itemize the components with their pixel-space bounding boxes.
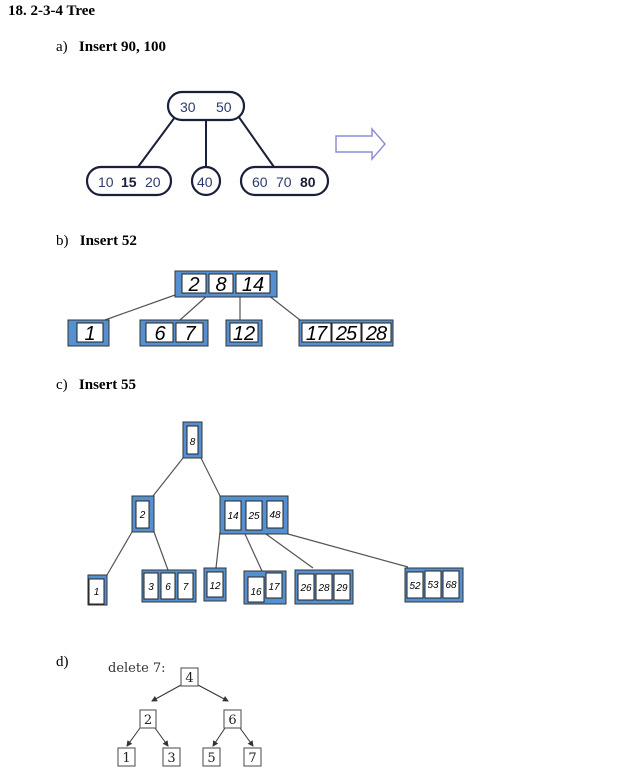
section-a-label: Insert 90, 100 bbox=[78, 39, 166, 55]
svg-text:1: 1 bbox=[122, 751, 130, 766]
svg-text:80: 80 bbox=[300, 174, 316, 190]
svg-text:6: 6 bbox=[228, 713, 236, 728]
svg-text:26: 26 bbox=[299, 583, 312, 594]
svg-text:3: 3 bbox=[167, 751, 175, 766]
section-c-label: Insert 55 bbox=[78, 377, 136, 393]
tree-node-child bbox=[85, 165, 173, 197]
section-a-marker: a) bbox=[56, 39, 68, 55]
svg-text:1: 1 bbox=[84, 323, 95, 345]
section-b-marker: b) bbox=[56, 233, 69, 249]
svg-text:7: 7 bbox=[248, 751, 256, 766]
svg-text:4: 4 bbox=[185, 671, 193, 686]
section-b-label: Insert 52 bbox=[79, 233, 137, 249]
svg-text:29: 29 bbox=[335, 583, 348, 594]
svg-text:20: 20 bbox=[145, 174, 161, 190]
svg-text:17: 17 bbox=[306, 323, 328, 345]
svg-text:12: 12 bbox=[209, 581, 221, 592]
tree-diagram-b: 2 8 14 1 6 7 12 17 25 28 bbox=[67, 270, 394, 347]
svg-text:1: 1 bbox=[94, 587, 100, 598]
svg-text:52: 52 bbox=[409, 581, 421, 592]
section-c-marker: c) bbox=[56, 377, 68, 393]
tree-node-root bbox=[166, 90, 246, 122]
right-arrow-icon bbox=[335, 126, 386, 162]
edge bbox=[137, 112, 179, 168]
svg-text:28: 28 bbox=[365, 323, 387, 345]
svg-text:8: 8 bbox=[215, 274, 226, 296]
key: 30 bbox=[180, 99, 196, 115]
svg-text:3: 3 bbox=[148, 582, 154, 593]
svg-text:7: 7 bbox=[183, 582, 189, 593]
svg-text:7: 7 bbox=[184, 323, 196, 345]
svg-text:10: 10 bbox=[98, 174, 114, 190]
document-title: 18. 2-3-4 Tree bbox=[8, 3, 96, 19]
svg-text:25: 25 bbox=[247, 511, 260, 522]
edge bbox=[235, 112, 275, 168]
delete-caption: delete 7: bbox=[108, 661, 166, 676]
tree-diagram-c: 8 2 14 25 48 1 3 6 7 12 16 17 26 28 29 bbox=[87, 421, 464, 606]
svg-text:70: 70 bbox=[276, 174, 292, 190]
section-a-heading: a) Insert 90, 100 bbox=[56, 39, 166, 56]
tree-node-child bbox=[239, 165, 330, 197]
svg-text:25: 25 bbox=[335, 323, 358, 345]
svg-text:53: 53 bbox=[427, 580, 439, 591]
section-c-heading: c) Insert 55 bbox=[56, 377, 136, 394]
section-b-heading: b) Insert 52 bbox=[56, 233, 137, 250]
svg-text:2: 2 bbox=[187, 274, 199, 296]
svg-text:5: 5 bbox=[207, 751, 215, 766]
tree-node-child bbox=[190, 165, 222, 197]
svg-text:12: 12 bbox=[233, 323, 255, 345]
svg-text:17: 17 bbox=[268, 582, 280, 593]
svg-text:2: 2 bbox=[139, 510, 146, 521]
tree-diagram-d: delete 7: 4 2 6 1 3 5 7 bbox=[108, 661, 262, 767]
svg-text:40: 40 bbox=[197, 174, 213, 190]
svg-text:14: 14 bbox=[242, 274, 264, 296]
section-d-marker: d) bbox=[56, 654, 69, 670]
svg-text:15: 15 bbox=[121, 174, 137, 190]
svg-text:14: 14 bbox=[227, 511, 239, 522]
svg-text:8: 8 bbox=[190, 437, 196, 448]
svg-text:68: 68 bbox=[445, 580, 457, 591]
svg-text:6: 6 bbox=[165, 582, 171, 593]
svg-text:60: 60 bbox=[252, 174, 268, 190]
tree-diagram-a: 30 50 10 15 20 40 60 70 80 bbox=[85, 90, 386, 197]
svg-text:16: 16 bbox=[250, 587, 262, 598]
svg-text:2: 2 bbox=[144, 713, 152, 728]
svg-text:48: 48 bbox=[269, 510, 281, 521]
svg-text:6: 6 bbox=[154, 323, 166, 345]
key: 50 bbox=[216, 99, 232, 115]
svg-text:28: 28 bbox=[317, 583, 330, 594]
